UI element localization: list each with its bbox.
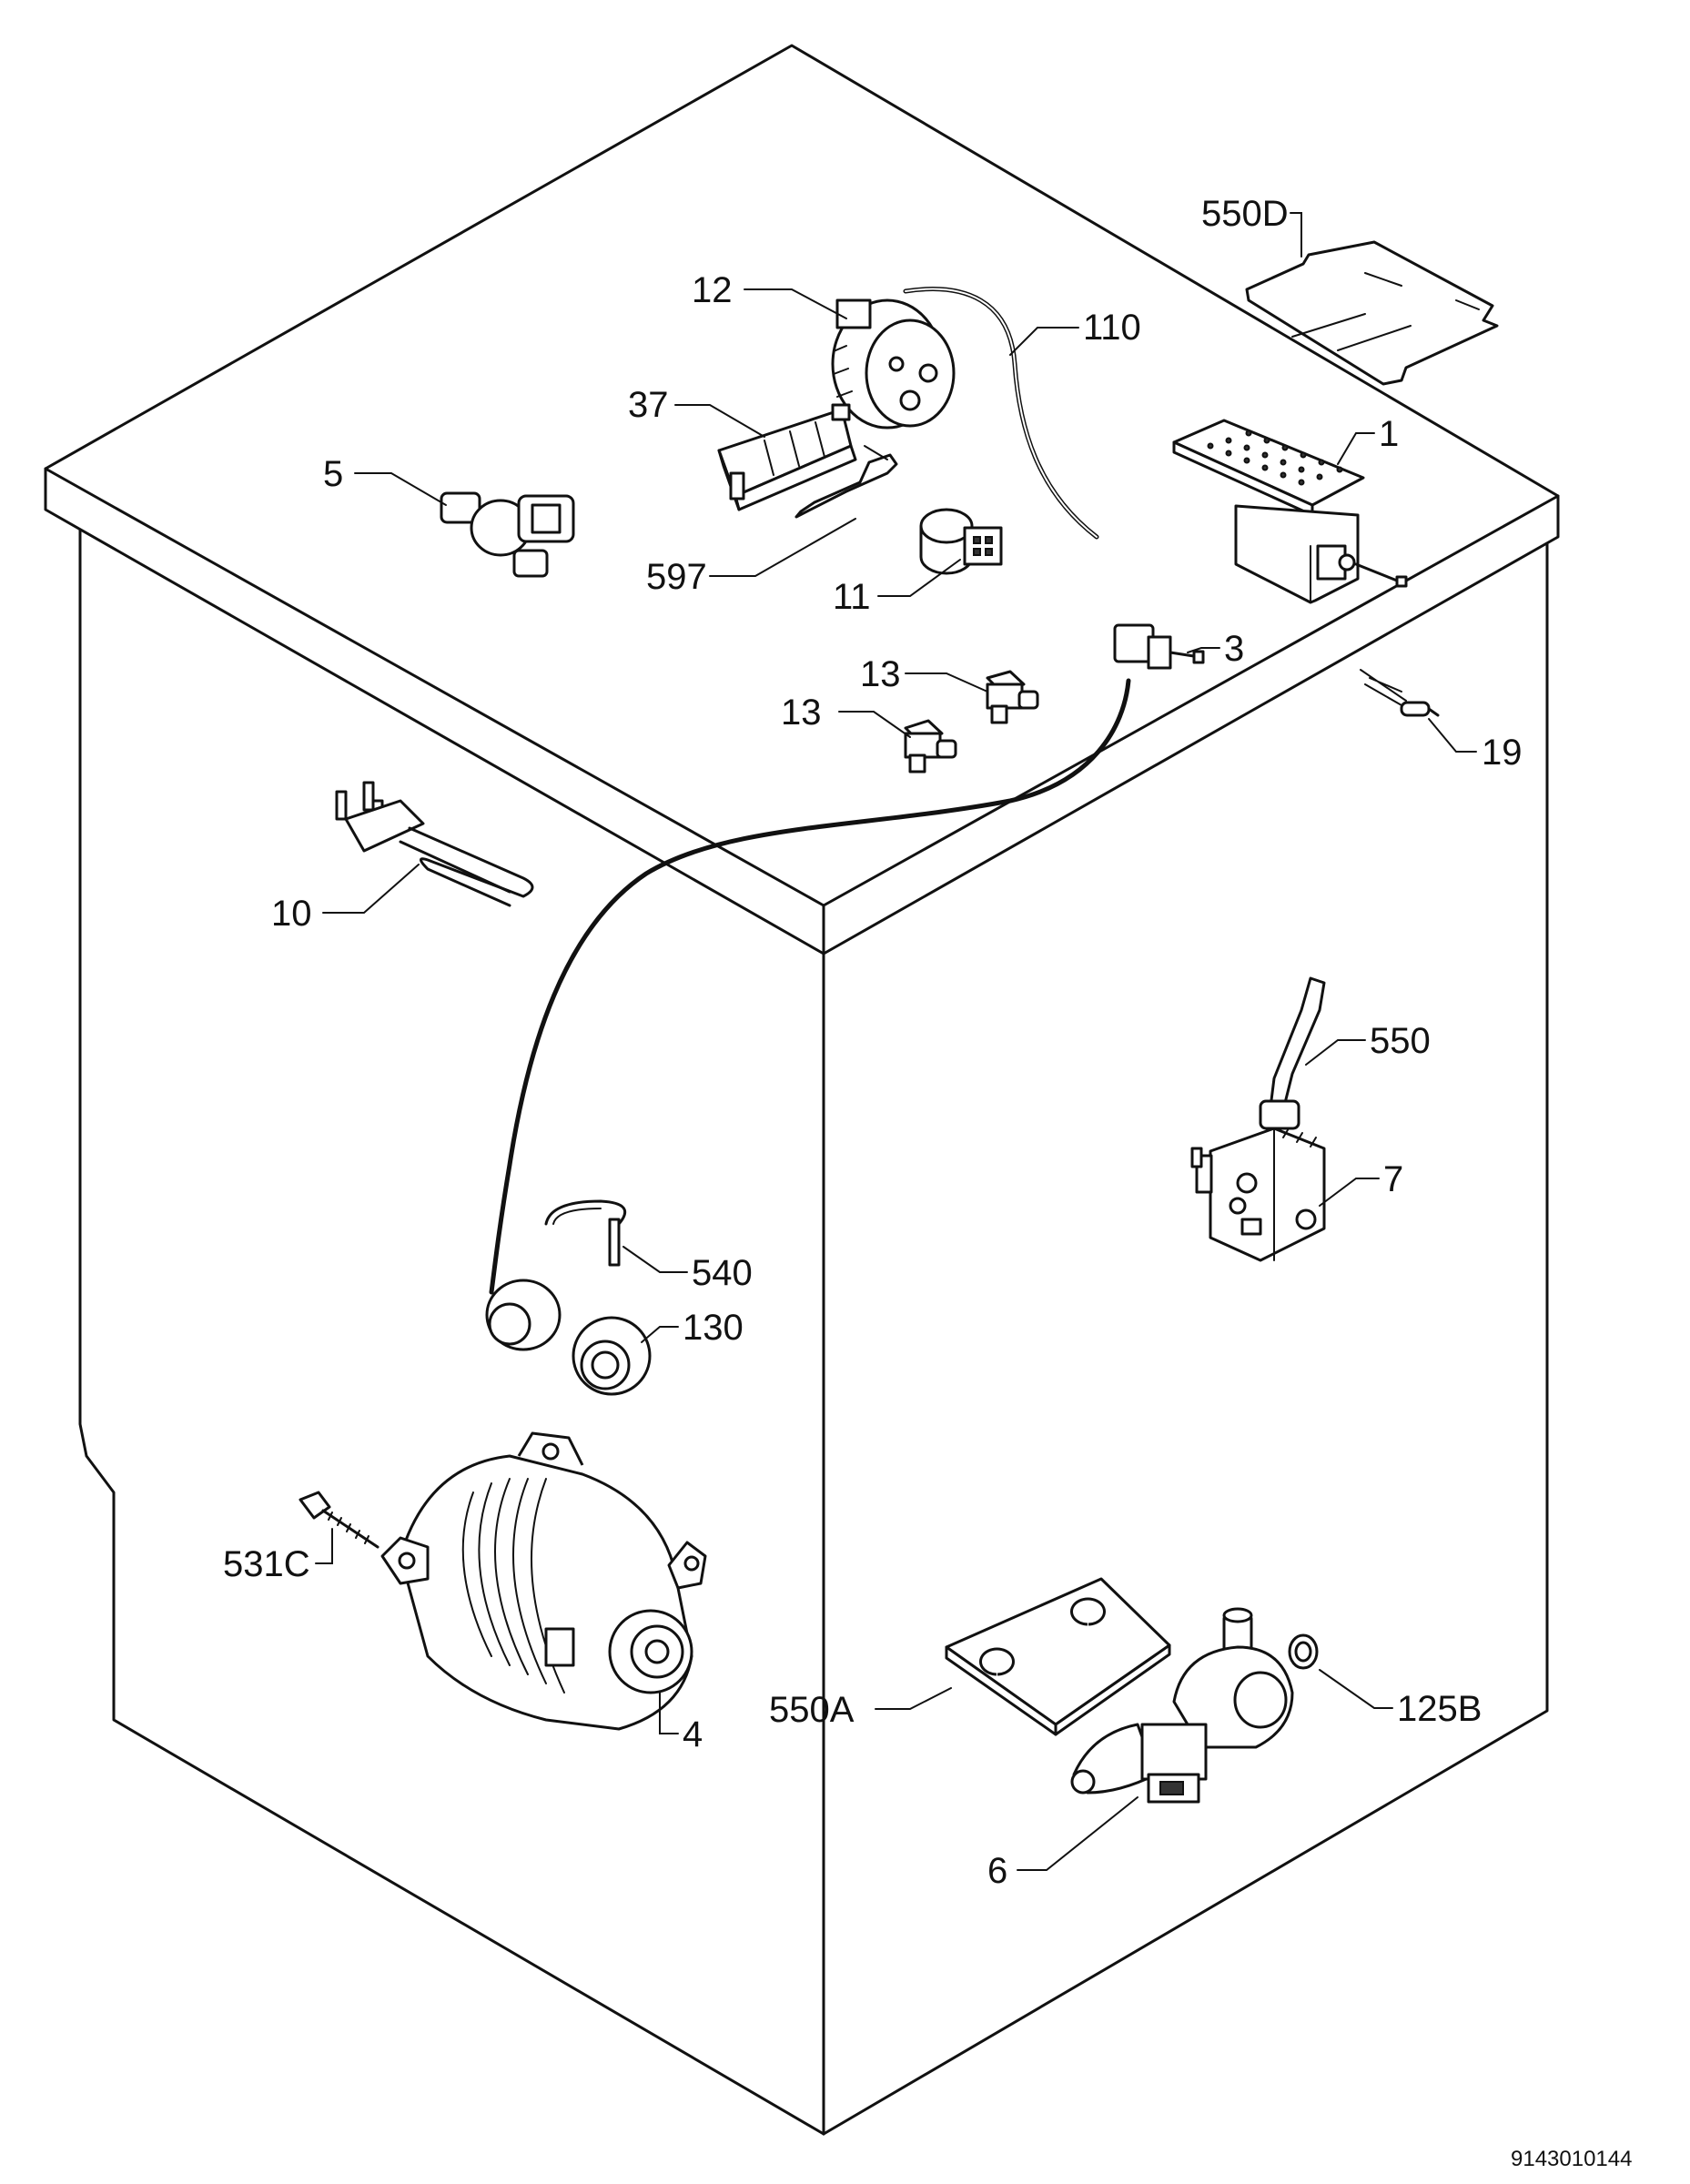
label-125B: 125B bbox=[1397, 1689, 1482, 1729]
washer-125B[interactable] bbox=[1288, 1633, 1319, 1670]
screw-531C[interactable] bbox=[299, 1491, 379, 1549]
label-550: 550 bbox=[1370, 1021, 1431, 1061]
pressure-switch-12[interactable] bbox=[831, 298, 956, 430]
label-12: 12 bbox=[692, 270, 733, 310]
label-531C: 531C bbox=[223, 1544, 310, 1584]
door-switch-3[interactable] bbox=[489, 623, 1205, 1295]
label-37: 37 bbox=[628, 385, 669, 425]
sensor-19[interactable] bbox=[1360, 669, 1440, 717]
cabinet-outline bbox=[44, 44, 1560, 2136]
seal-130[interactable] bbox=[572, 1316, 652, 1396]
heating-element-10[interactable] bbox=[335, 781, 534, 907]
label-3: 3 bbox=[1224, 629, 1244, 669]
door-lock-7[interactable] bbox=[1190, 1127, 1326, 1262]
cover-plate-550D[interactable] bbox=[1245, 240, 1499, 386]
label-7: 7 bbox=[1383, 1159, 1403, 1199]
label-10: 10 bbox=[271, 894, 312, 934]
label-550D: 550D bbox=[1201, 194, 1289, 234]
label-6: 6 bbox=[987, 1851, 1007, 1891]
leader-lines bbox=[315, 212, 1477, 1871]
label-11: 11 bbox=[833, 577, 871, 617]
terminal-block-37[interactable] bbox=[717, 403, 857, 511]
label-540: 540 bbox=[692, 1253, 753, 1293]
motor-4[interactable] bbox=[380, 1431, 707, 1731]
label-550A: 550A bbox=[769, 1690, 855, 1730]
part-labels: 550D 12 110 37 1 5 597 11 3 13 13 19 10 … bbox=[223, 194, 1523, 1891]
drain-pump-6[interactable] bbox=[1070, 1607, 1294, 1804]
programmer-timer-1[interactable] bbox=[1172, 419, 1408, 604]
label-19: 19 bbox=[1482, 733, 1523, 773]
label-13-upper: 13 bbox=[860, 654, 901, 694]
label-1: 1 bbox=[1379, 414, 1399, 454]
connector-13-lower[interactable] bbox=[904, 719, 957, 774]
hose-110[interactable] bbox=[903, 287, 1099, 540]
capacitor-11[interactable] bbox=[919, 508, 1003, 575]
plate-550A[interactable] bbox=[945, 1577, 1171, 1736]
inlet-valve-5[interactable] bbox=[440, 491, 575, 578]
clamp-540[interactable] bbox=[544, 1199, 627, 1267]
label-130: 130 bbox=[683, 1308, 744, 1348]
hook-550[interactable] bbox=[1259, 976, 1326, 1130]
timer-contact-dots bbox=[1207, 430, 1343, 486]
connector-13-upper[interactable] bbox=[986, 670, 1039, 724]
document-number: 9143010144 bbox=[1511, 2147, 1632, 2171]
cable-grommet bbox=[485, 1279, 562, 1351]
label-5: 5 bbox=[323, 454, 343, 494]
label-597: 597 bbox=[646, 557, 707, 597]
label-4: 4 bbox=[683, 1714, 703, 1754]
label-13-lower: 13 bbox=[781, 693, 822, 733]
bracket-597[interactable] bbox=[794, 445, 898, 519]
label-110: 110 bbox=[1083, 308, 1141, 348]
